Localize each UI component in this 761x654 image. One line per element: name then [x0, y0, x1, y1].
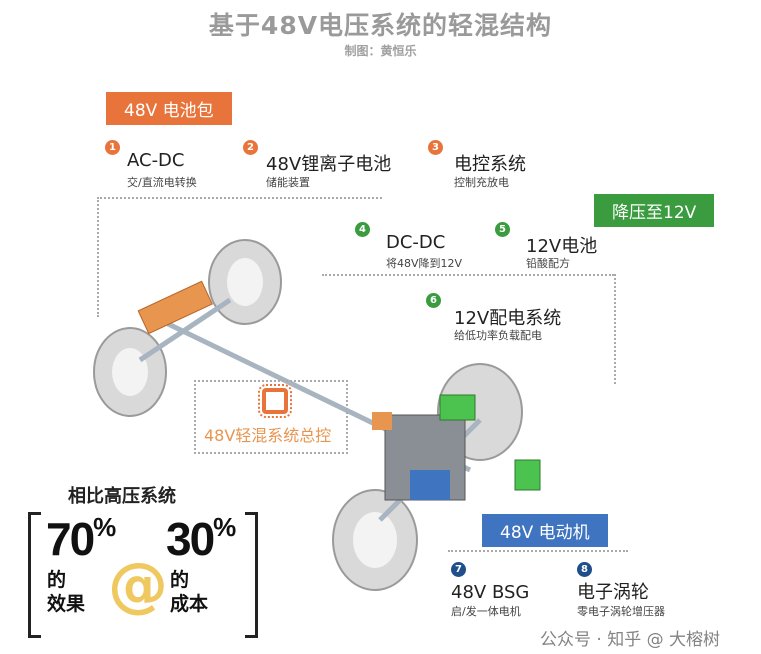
badge-2: 2 [243, 140, 258, 155]
bracket-right [245, 512, 258, 638]
bracket-left [28, 512, 41, 638]
divider [97, 197, 382, 199]
item-4-title: DC-DC [386, 232, 446, 253]
badge-8: 8 [577, 562, 592, 577]
controller-box: 48V轻混系统总控 [194, 380, 348, 454]
item-5-sub: 铅酸配方 [526, 257, 570, 270]
controller-shape [372, 412, 392, 430]
right-value: 30 [166, 513, 215, 565]
step-down-tag: 降压至12V [594, 194, 715, 227]
motor-tag: 48V 电动机 [482, 514, 608, 547]
divider [322, 274, 614, 276]
item-7-sub: 启/发一体电机 [451, 605, 521, 618]
motor-shape [410, 470, 450, 500]
item-7-title: 48V BSG [451, 582, 530, 603]
divider [97, 197, 99, 317]
item-1-sub: 交/直流电转换 [127, 176, 197, 189]
item-5-title: 12V电池 [526, 236, 598, 257]
at-symbol: @ [108, 550, 168, 620]
chip-icon [258, 384, 292, 418]
left-of: 的 [47, 569, 67, 591]
badge-3: 3 [428, 140, 443, 155]
left-value: 70 [46, 513, 95, 565]
left-percent: 70% [46, 512, 116, 566]
subtitle: 制图：黄恒乐 [344, 44, 417, 58]
left-unit: % [93, 512, 116, 542]
item-8-sub: 零电子涡轮增压器 [577, 605, 665, 618]
item-6-title: 12V配电系统 [454, 308, 562, 329]
12v-battery-shape [514, 459, 541, 491]
comparison-heading: 相比高压系统 [68, 486, 176, 507]
dcdc-shape [439, 394, 476, 421]
item-2-title: 48V锂离子电池 [266, 154, 392, 175]
battery-pack-tag: 48V 电池包 [106, 92, 232, 125]
right-of: 的 [170, 569, 190, 591]
left-label: 效果 [47, 593, 86, 615]
badge-4: 4 [355, 222, 370, 237]
item-2-sub: 储能装置 [266, 176, 310, 189]
divider [614, 274, 616, 384]
item-6-sub: 给低功率负载配电 [454, 329, 542, 342]
badge-6: 6 [426, 293, 441, 308]
battery-pack-shape [137, 280, 213, 335]
item-8-title: 电子涡轮 [577, 582, 649, 603]
item-3-sub: 控制充放电 [454, 176, 509, 189]
right-label: 成本 [170, 593, 209, 615]
item-3-title: 电控系统 [454, 154, 526, 175]
right-percent: 30% [166, 512, 236, 566]
divider [448, 550, 628, 552]
badge-7: 7 [451, 562, 466, 577]
controller-label: 48V轻混系统总控 [204, 426, 332, 445]
watermark: 公众号 · 知乎 @ 大榕树 [540, 630, 721, 650]
title: 基于48V电压系统的轻混结构 [208, 11, 553, 40]
badge-5: 5 [495, 222, 510, 237]
item-4-sub: 将48V降到12V [386, 257, 463, 270]
item-1-title: AC-DC [127, 150, 185, 171]
right-unit: % [213, 512, 236, 542]
badge-1: 1 [105, 140, 120, 155]
